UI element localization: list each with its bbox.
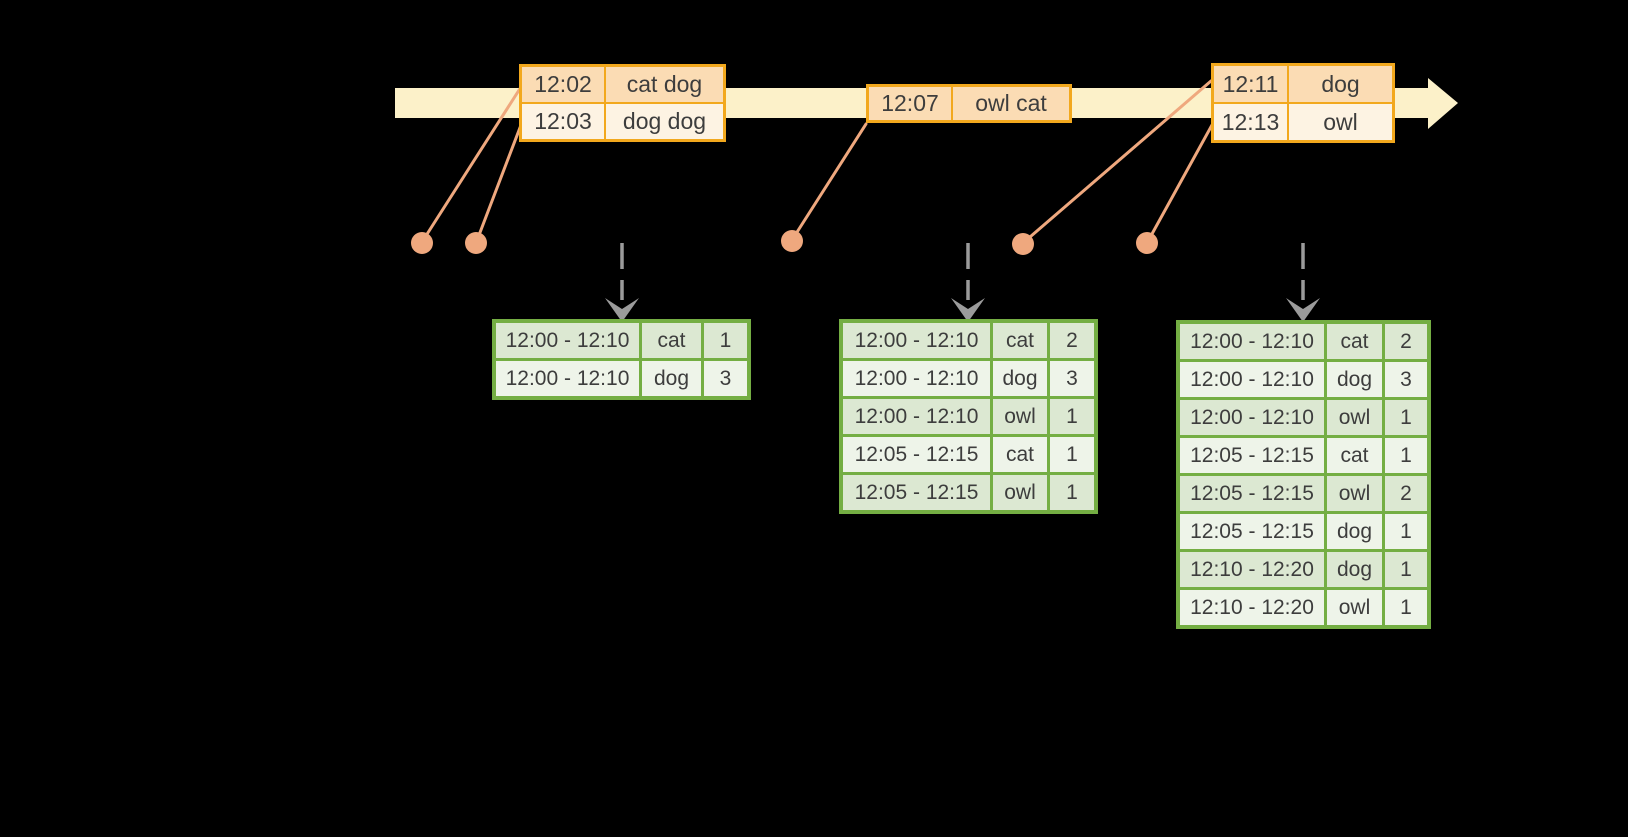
window-range-cell: 12:00 - 12:10 [843, 323, 990, 358]
word-cell: owl [1327, 476, 1382, 511]
event-time-cell: 12:13 [1214, 104, 1287, 140]
word-cell: owl [1327, 400, 1382, 435]
count-cell: 2 [1385, 324, 1427, 359]
word-cell: dog [1327, 552, 1382, 587]
count-cell: 2 [1050, 323, 1094, 358]
window-range-cell: 12:10 - 12:20 [1180, 552, 1324, 587]
event-words-cell: dog [1289, 66, 1392, 102]
trigger-arrow-icon [1286, 243, 1320, 322]
event-time-cell: 12:03 [522, 104, 604, 139]
word-cell: owl [993, 475, 1047, 510]
count-cell: 1 [1385, 514, 1427, 549]
count-cell: 2 [1385, 476, 1427, 511]
event-connector-line [420, 85, 523, 244]
window-range-cell: 12:00 - 12:10 [1180, 324, 1324, 359]
word-cell: dog [642, 361, 701, 396]
event-time-dot [465, 232, 487, 254]
count-cell: 1 [1385, 400, 1427, 435]
word-cell: dog [993, 361, 1047, 396]
event-connector-line [790, 122, 868, 242]
word-cell: dog [1327, 514, 1382, 549]
timeline-arrowhead-icon [1428, 78, 1458, 129]
word-cell: owl [993, 399, 1047, 434]
window-range-cell: 12:00 - 12:10 [1180, 400, 1324, 435]
window-range-cell: 12:00 - 12:10 [843, 399, 990, 434]
count-cell: 1 [1385, 552, 1427, 587]
window-range-cell: 12:00 - 12:10 [496, 361, 639, 396]
count-cell: 1 [1385, 590, 1427, 625]
event-words-cell: dog dog [606, 104, 723, 139]
window-range-cell: 12:05 - 12:15 [1180, 514, 1324, 549]
window-range-cell: 12:05 - 12:15 [843, 475, 990, 510]
window-range-cell: 12:10 - 12:20 [1180, 590, 1324, 625]
count-cell: 1 [704, 323, 747, 358]
count-cell: 1 [1050, 399, 1094, 434]
window-range-cell: 12:00 - 12:10 [843, 361, 990, 396]
window-range-cell: 12:05 - 12:15 [1180, 476, 1324, 511]
event-words-cell: cat dog [606, 67, 723, 102]
event-connector-line [474, 123, 523, 245]
word-cell: cat [1327, 438, 1382, 473]
count-cell: 1 [1050, 437, 1094, 472]
event-words-cell: owl cat [953, 87, 1069, 120]
window-range-cell: 12:00 - 12:10 [1180, 362, 1324, 397]
event-words-cell: owl [1289, 104, 1392, 140]
window-range-cell: 12:05 - 12:15 [843, 437, 990, 472]
word-cell: cat [1327, 324, 1382, 359]
word-cell: owl [1327, 590, 1382, 625]
trigger-arrow-icon [951, 243, 985, 322]
count-cell: 3 [704, 361, 747, 396]
event-connector-line [1021, 79, 1213, 245]
count-cell: 1 [1050, 475, 1094, 510]
event-time-dot [781, 230, 803, 252]
event-time-dot [1012, 233, 1034, 255]
trigger-arrow-icon [605, 243, 639, 322]
event-time-dot [411, 232, 433, 254]
event-time-cell: 12:11 [1214, 66, 1287, 102]
word-cell: cat [993, 437, 1047, 472]
window-range-cell: 12:05 - 12:15 [1180, 438, 1324, 473]
word-cell: cat [993, 323, 1047, 358]
window-range-cell: 12:00 - 12:10 [496, 323, 639, 358]
word-cell: cat [642, 323, 701, 358]
count-cell: 3 [1050, 361, 1094, 396]
event-time-dot [1136, 232, 1158, 254]
count-cell: 3 [1385, 362, 1427, 397]
event-time-cell: 12:02 [522, 67, 604, 102]
event-connector-line [1145, 123, 1214, 245]
count-cell: 1 [1385, 438, 1427, 473]
event-time-cell: 12:07 [869, 87, 951, 120]
word-cell: dog [1327, 362, 1382, 397]
